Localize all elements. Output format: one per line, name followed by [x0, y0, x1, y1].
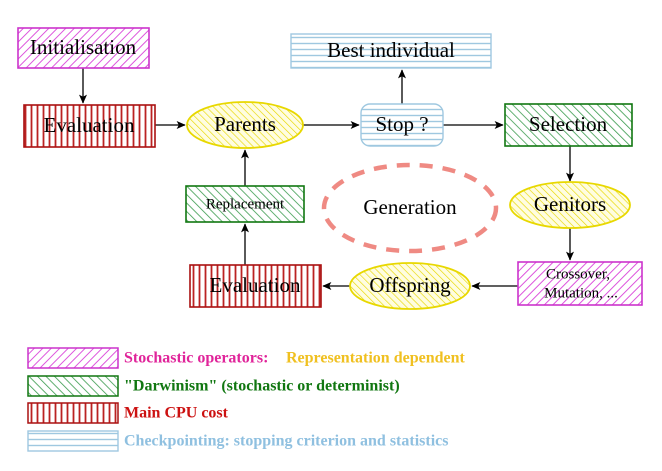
legend-item-darwinism: "Darwinism" (stochastic or determinist) — [27, 375, 400, 397]
legend-swatch-stochastic-operators — [27, 347, 119, 369]
node-crossover-mutation[interactable]: Crossover, Mutation, ... — [517, 261, 643, 306]
selection-label: Selection — [529, 112, 608, 136]
evaluation-bottom-label: Evaluation — [210, 273, 301, 297]
legend-label-checkpointing: Checkpointing: stopping criterion and st… — [124, 433, 448, 450]
initialisation-label: Initialisation — [30, 35, 137, 59]
parents-label: Parents — [214, 112, 276, 136]
crossover-label-line1: Crossover, — [546, 266, 610, 282]
offspring-label: Offspring — [369, 273, 451, 297]
legend-swatch-checkpointing — [27, 430, 119, 452]
parents-ellipse[interactable] — [186, 101, 304, 149]
genitors-ellipse[interactable] — [509, 181, 631, 229]
initialisation-box[interactable] — [17, 27, 150, 69]
legend-swatch-main-cpu-cost — [27, 402, 119, 424]
generation-label: Generation — [363, 195, 457, 219]
legend-label-main-cpu-cost: Main CPU cost — [124, 405, 229, 422]
legend-item-stochastic-operators: Stochastic operators: Representation dep… — [27, 347, 465, 369]
node-offspring[interactable]: Offspring — [349, 262, 471, 310]
generation-dashed-ellipse — [321, 162, 499, 254]
legend-item-main-cpu-cost: Main CPU cost — [27, 402, 229, 424]
selection-box[interactable] — [504, 103, 633, 147]
legend-item-checkpointing: Checkpointing: stopping criterion and st… — [27, 430, 448, 452]
legend-label-stochastic-operators: Stochastic operators: — [124, 350, 268, 367]
node-stop[interactable]: Stop ? — [360, 103, 444, 147]
node-generation: Generation — [321, 162, 499, 254]
evaluation-bottom-box[interactable] — [189, 264, 322, 308]
node-parents[interactable]: Parents — [186, 101, 304, 149]
replacement-label: Replacement — [206, 196, 285, 212]
legend: Stochastic operators: Representation dep… — [27, 347, 465, 452]
node-replacement[interactable]: Replacement — [185, 185, 305, 223]
node-genitors[interactable]: Genitors — [509, 181, 631, 229]
node-evaluation-top[interactable]: Evaluation — [23, 104, 156, 148]
legend-label-representation-dependent: Representation dependent — [286, 350, 465, 367]
node-best-individual[interactable]: Best individual — [290, 33, 492, 69]
legend-swatch-darwinism — [27, 375, 119, 397]
edges-layer — [78, 68, 575, 291]
stop-label: Stop ? — [375, 112, 428, 136]
crossover-label-line2: Mutation, ... — [544, 285, 618, 301]
node-evaluation-bottom[interactable]: Evaluation — [189, 264, 322, 308]
crossover-mutation-box[interactable] — [517, 261, 643, 306]
evaluation-top-box[interactable] — [23, 104, 156, 148]
node-selection[interactable]: Selection — [504, 103, 633, 147]
node-initialisation[interactable]: Initialisation — [17, 27, 150, 69]
genitors-label: Genitors — [534, 192, 606, 216]
best-individual-box[interactable] — [290, 33, 492, 69]
evaluation-top-label: Evaluation — [44, 113, 135, 137]
stop-box[interactable] — [360, 103, 444, 147]
legend-label-darwinism: "Darwinism" (stochastic or determinist) — [124, 378, 400, 395]
best-individual-label: Best individual — [327, 38, 455, 62]
replacement-box[interactable] — [185, 185, 305, 223]
offspring-ellipse[interactable] — [349, 262, 471, 310]
